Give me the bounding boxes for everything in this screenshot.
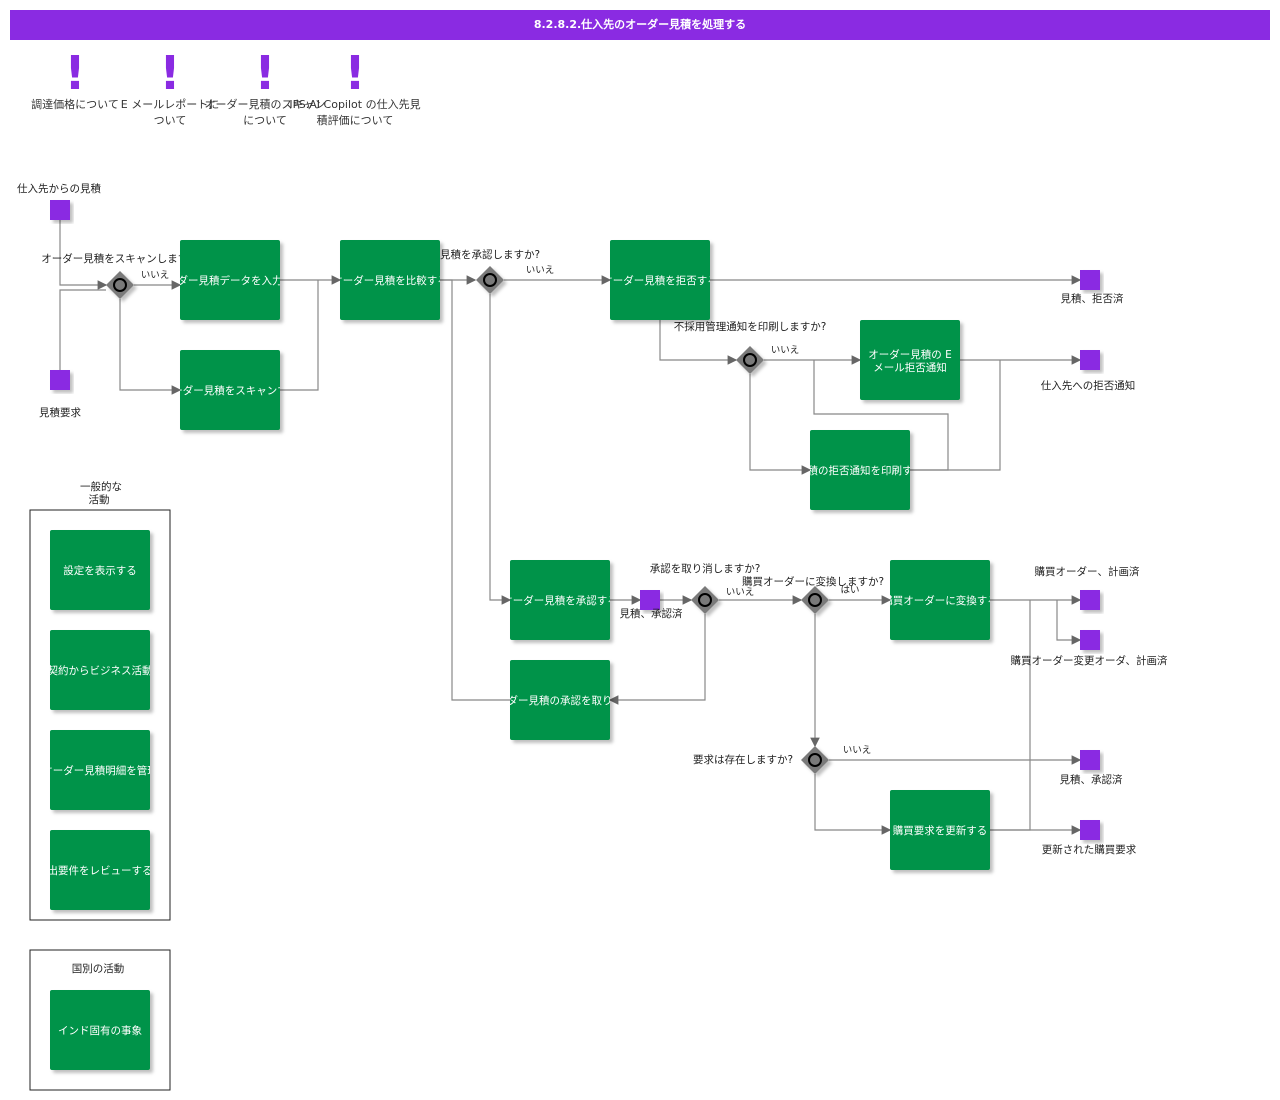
exclamation-icon: ! [64,46,86,100]
gateway-exists[interactable] [801,746,829,774]
event-label-approved: 見積、承認済 [620,607,683,620]
exclamation-icon: ! [159,46,181,100]
event-label-rejected: 見積、拒否済 [1061,292,1124,305]
panel-general [29,509,171,921]
event-label-approved-2: 見積、承認済 [1060,773,1123,786]
end-event-po-planned[interactable] [1080,590,1100,610]
end-event-po-change-planned[interactable] [1080,630,1100,650]
page-title: 8.2.8.2.仕入先のオーダー見積を処理する [10,10,1270,40]
gateway-print[interactable] [736,346,764,374]
gateway-approve[interactable] [476,266,504,294]
flow-label-no: いいえ [843,745,872,756]
panel-title-general: 一般的な活動 [80,480,122,506]
task-label: オーダー見積を比較する [332,274,448,287]
note-procurement-price[interactable]: ! 調達価格について [25,50,125,112]
event-label-po-planned: 購買オーダー、計画済 [1035,565,1140,578]
notes-area: ! 調達価格について ! E メールレポートについて ! オーダー見積のスキャン… [0,44,460,134]
note-label: 調達価格について [31,98,119,111]
note-email-report[interactable]: ! E メールレポートについて [120,50,220,128]
start-event-quote-request[interactable] [50,370,70,390]
task-label: オーダー見積の承認を取り消す [487,694,634,707]
gateway-convert[interactable] [801,586,829,614]
event-label-quote-request: 見積要求 [39,406,81,419]
flow-label-no: いいえ [771,345,800,356]
panel-country [29,949,171,1091]
panel-title-country: 国別の活動 [72,962,125,975]
flow-label-no: いいえ [141,270,170,281]
task-scan-quote[interactable]: オーダー見積をスキャンする [162,350,299,430]
task-convert-po[interactable]: 購買オーダーに変換する [882,560,998,640]
event-label-po-change-planned: 購買オーダー変更オーダ、計画済 [1011,654,1168,667]
gateway-label-print: 不採用管理通知を印刷しますか? [674,320,827,333]
task-reject-quote[interactable]: オーダー見積を拒否する [602,240,718,320]
flow-label-no: いいえ [526,265,555,276]
task-contract-business[interactable]: 契約からビジネス活動 [48,630,153,710]
task-label: インド固有の事象 [58,1024,142,1037]
note-label: IFS.AI Copilot の仕入先見積評価について [289,98,421,127]
task-cancel-approval[interactable]: オーダー見積の承認を取り消す [487,660,634,740]
task-label: 出要件をレビューする [48,864,153,877]
note-copilot[interactable]: ! IFS.AI Copilot の仕入先見積評価について [285,50,425,128]
task-label: 契約からビジネス活動 [48,664,153,677]
intermediate-event-approved[interactable] [640,590,660,610]
task-label: オーダー見積を承認する [502,594,618,607]
task-view-settings[interactable]: 設定を表示する [50,530,150,610]
gateway-cancel[interactable] [691,586,719,614]
exclamation-icon: ! [344,46,366,100]
end-event-rejected[interactable] [1080,270,1100,290]
event-label-supplier-quote: 仕入先からの見積 [17,182,101,195]
task-label: 設定を表示する [63,564,137,577]
task-label: オーダー見積を拒否する [602,274,718,287]
task-manage-quote-lines[interactable]: オーダー見積明細を管理 [42,730,158,810]
gateway-label-convert: 購買オーダーに変換しますか? [742,575,884,588]
gateway-label-approve: 見積を承認しますか? [440,248,540,261]
gateway-scan[interactable] [106,271,134,299]
event-label-updated-req: 更新された購買要求 [1042,843,1137,856]
gateway-label-cancel: 承認を取り消しますか? [650,562,761,575]
end-event-approved[interactable] [1080,750,1100,770]
task-label: オーダー見積明細を管理 [42,764,158,777]
note-label: オーダー見積のスキャンについて [204,98,326,127]
task-label: 見積の拒否通知を印刷する [797,464,923,477]
task-india-specific[interactable]: インド固有の事象 [50,990,150,1070]
task-compare-quote[interactable]: オーダー見積を比較する [332,240,448,320]
note-scan[interactable]: ! オーダー見積のスキャンについて [200,50,330,128]
task-label: オーダー見積をスキャンする [162,384,299,397]
connectors [59,220,1082,835]
start-event-supplier-quote[interactable] [50,200,70,220]
task-enter-quote-data[interactable]: オーダー見積データを入力する [157,240,304,320]
task-label: オーダー見積データを入力する [157,274,304,287]
task-update-req[interactable]: 購買要求を更新する [890,790,990,870]
task-label: 購買オーダーに変換する [882,594,998,607]
end-event-updated-req[interactable] [1080,820,1100,840]
event-label-supplier-reject-notice: 仕入先への拒否通知 [1041,379,1136,392]
exclamation-icon: ! [254,46,276,100]
end-event-supplier-reject-notice[interactable] [1080,350,1100,370]
task-print-reject[interactable]: 見積の拒否通知を印刷する [797,430,923,510]
flow-label-yes: はい [840,585,859,596]
task-review-requirements[interactable]: 出要件をレビューする [48,830,153,910]
flow-label-no: いいえ [726,587,755,598]
gateway-label-exists: 要求は存在しますか? [693,753,793,766]
task-approve-quote[interactable]: オーダー見積を承認する [502,560,618,640]
task-label: 購買要求を更新する [893,824,988,837]
note-label: E メールレポートについて [120,98,220,127]
gateway-label-scan: オーダー見積をスキャンしますか [41,252,199,265]
